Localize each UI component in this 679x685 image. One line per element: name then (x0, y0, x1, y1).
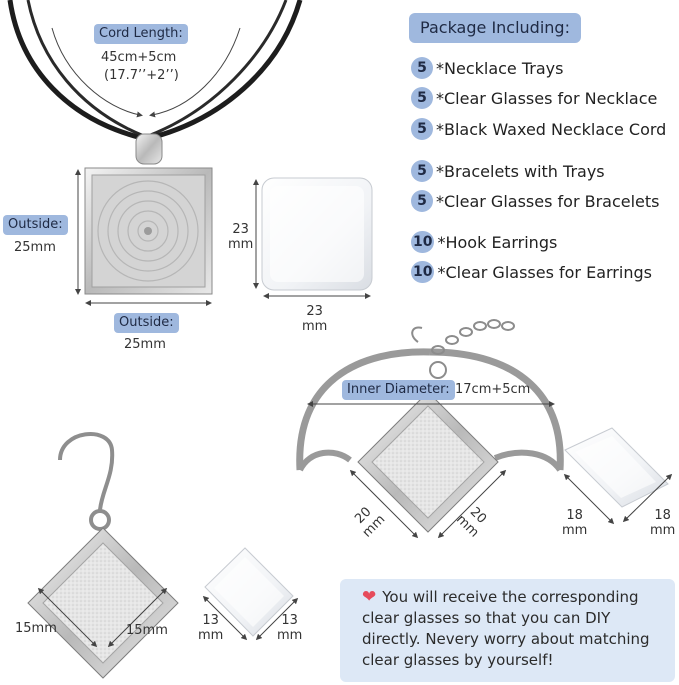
cord-length-label: Cord Length: (94, 24, 188, 44)
necklace-glass-width: 23 mm (302, 304, 328, 334)
bracelet-glass (564, 427, 669, 508)
package-item: 10*Hook Earrings (411, 231, 557, 253)
package-qty-badge: 5 (411, 118, 433, 140)
package-item-text: *Bracelets with Trays (436, 161, 605, 181)
package-item-text: *Clear Glasses for Necklace (436, 88, 658, 108)
package-item: 5*Black Waxed Necklace Cord (411, 118, 666, 140)
bracelet-glass-dim-right: 18 mm (650, 508, 676, 538)
note-box: ❤You will receive the corresponding clea… (340, 579, 675, 682)
inner-diameter-value: 17cm+5cm (455, 382, 531, 397)
package-qty-badge: 5 (411, 190, 433, 212)
necklace-cord (7, 0, 303, 141)
package-qty-badge: 5 (411, 160, 433, 182)
inner-diameter-label: Inner Diameter: (342, 380, 455, 400)
package-qty-badge: 5 (411, 87, 433, 109)
package-item-text: *Clear Glasses for Earrings (437, 262, 652, 282)
necklace-glass-height: 23 mm (228, 222, 254, 252)
earring-tray-dim-right: 15mm (126, 623, 168, 638)
note-text: You will receive the corresponding clear… (362, 588, 650, 669)
package-item-text: *Hook Earrings (437, 232, 558, 252)
package-qty-badge: 5 (411, 57, 433, 79)
necklace-glass (261, 177, 373, 291)
package-item: 5*Bracelets with Trays (411, 160, 605, 182)
package-item-text: *Black Waxed Necklace Cord (436, 119, 667, 139)
outside-value-left: 25mm (14, 240, 56, 255)
earring-glass-dim-right: 13 mm (277, 613, 303, 643)
package-item-text: *Clear Glasses for Bracelets (436, 191, 660, 211)
package-item: 5*Clear Glasses for Necklace (411, 87, 657, 109)
package-item: 5*Clear Glasses for Bracelets (411, 190, 660, 212)
earring-tray-dim-left: 15mm (15, 621, 57, 636)
necklace-bail (135, 133, 163, 165)
package-item: 5*Necklace Trays (411, 57, 563, 79)
cord-length-inches: (17.7’’+2’’) (104, 68, 179, 83)
outside-label-bottom: Outside: (114, 313, 179, 333)
earring-tray (27, 527, 179, 679)
package-item-text: *Necklace Trays (436, 58, 564, 78)
package-title: Package Including: (409, 13, 581, 43)
package-item: 10*Clear Glasses for Earrings (411, 261, 652, 283)
bracelet (296, 319, 564, 533)
package-qty-badge: 10 (411, 231, 435, 253)
earring-glass-dim-left: 13 mm (198, 613, 224, 643)
package-qty-badge: 10 (411, 261, 435, 283)
heart-icon: ❤ (362, 587, 377, 607)
outside-value-bottom: 25mm (124, 337, 166, 352)
cord-length-value: 45cm+5cm (101, 50, 177, 65)
outside-label-left: Outside: (3, 215, 68, 235)
earring-hook (58, 432, 115, 531)
necklace-tray (84, 167, 213, 295)
bracelet-glass-dim-left: 18 mm (562, 508, 588, 538)
